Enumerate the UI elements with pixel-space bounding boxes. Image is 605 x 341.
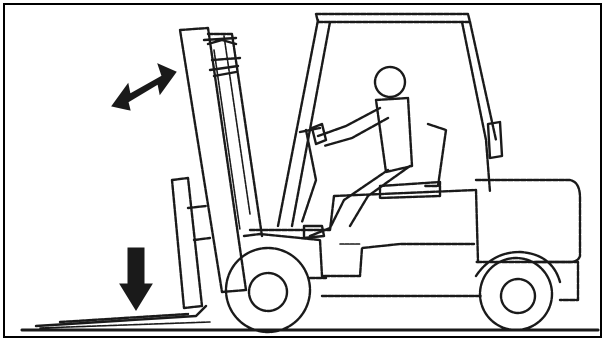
- forks: [36, 306, 210, 328]
- operator-figure: [304, 67, 412, 238]
- down-arrow-icon: [120, 248, 152, 310]
- fork-carriage: [172, 178, 210, 308]
- rear-wheel: [476, 252, 560, 330]
- double-headed-arrow-icon: [112, 64, 176, 110]
- steering-column: [300, 128, 320, 222]
- seat: [380, 124, 446, 198]
